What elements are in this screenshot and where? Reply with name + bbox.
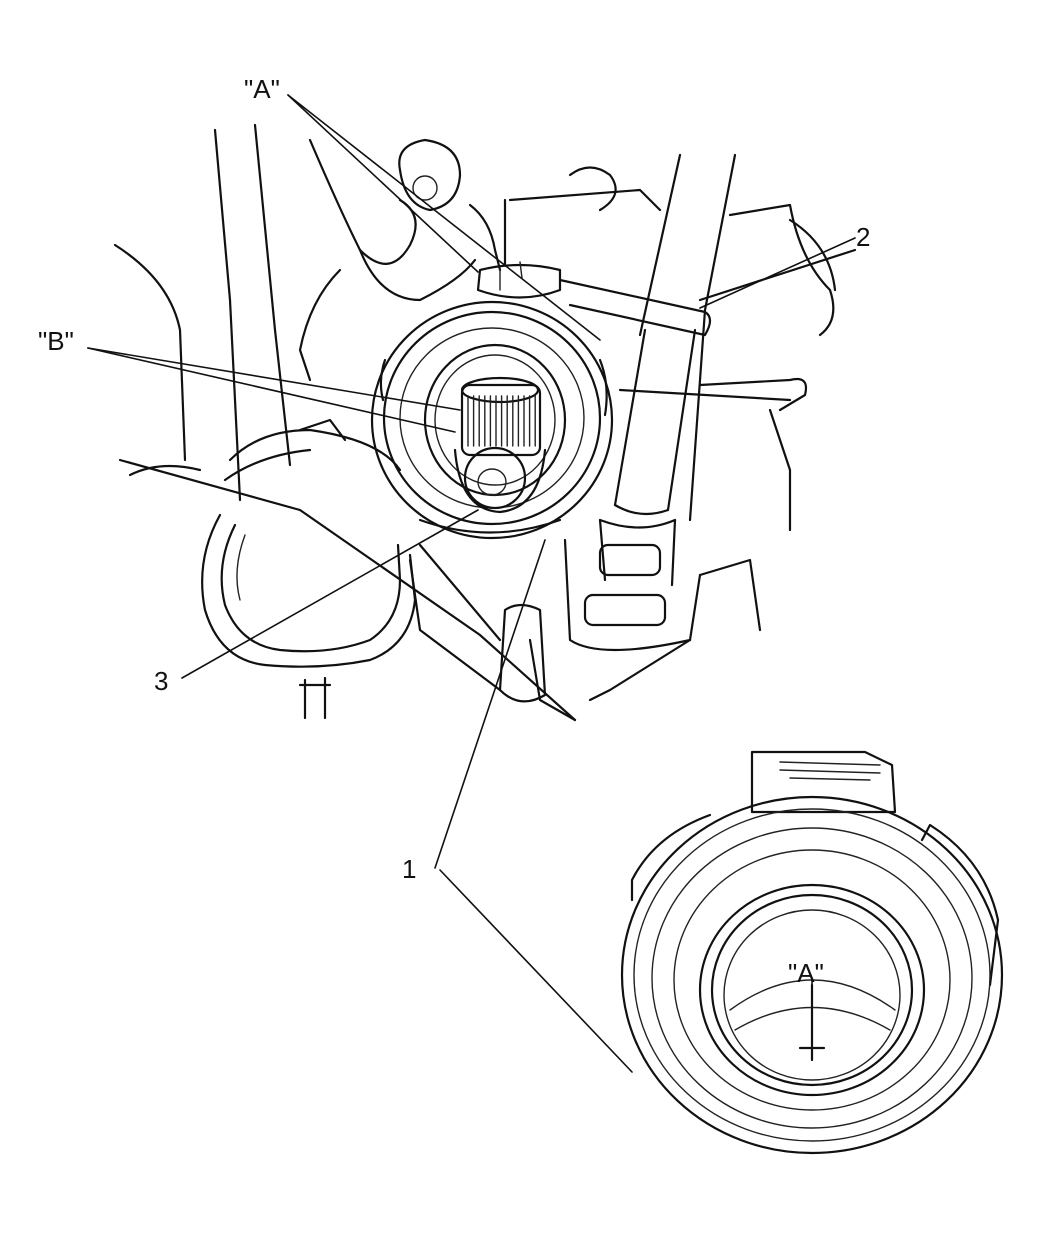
release-bearing-detail: [620, 750, 1004, 1155]
label-a-detail: "A": [788, 958, 824, 988]
callout-labels: "A" "B" 2 3 1 "A": [38, 74, 870, 988]
label-b: "B": [38, 326, 74, 356]
input-shaft: [453, 376, 547, 514]
installed-release-bearing: [370, 261, 614, 540]
shaft-splines: [467, 395, 536, 447]
label-3: 3: [154, 666, 168, 696]
label-1: 1: [402, 854, 416, 884]
leader-lines: [87, 94, 856, 1073]
oil-seal-ring: [201, 513, 417, 720]
label-2: 2: [856, 222, 870, 252]
label-a-top: "A": [244, 74, 280, 104]
transmission-case: [113, 123, 857, 722]
